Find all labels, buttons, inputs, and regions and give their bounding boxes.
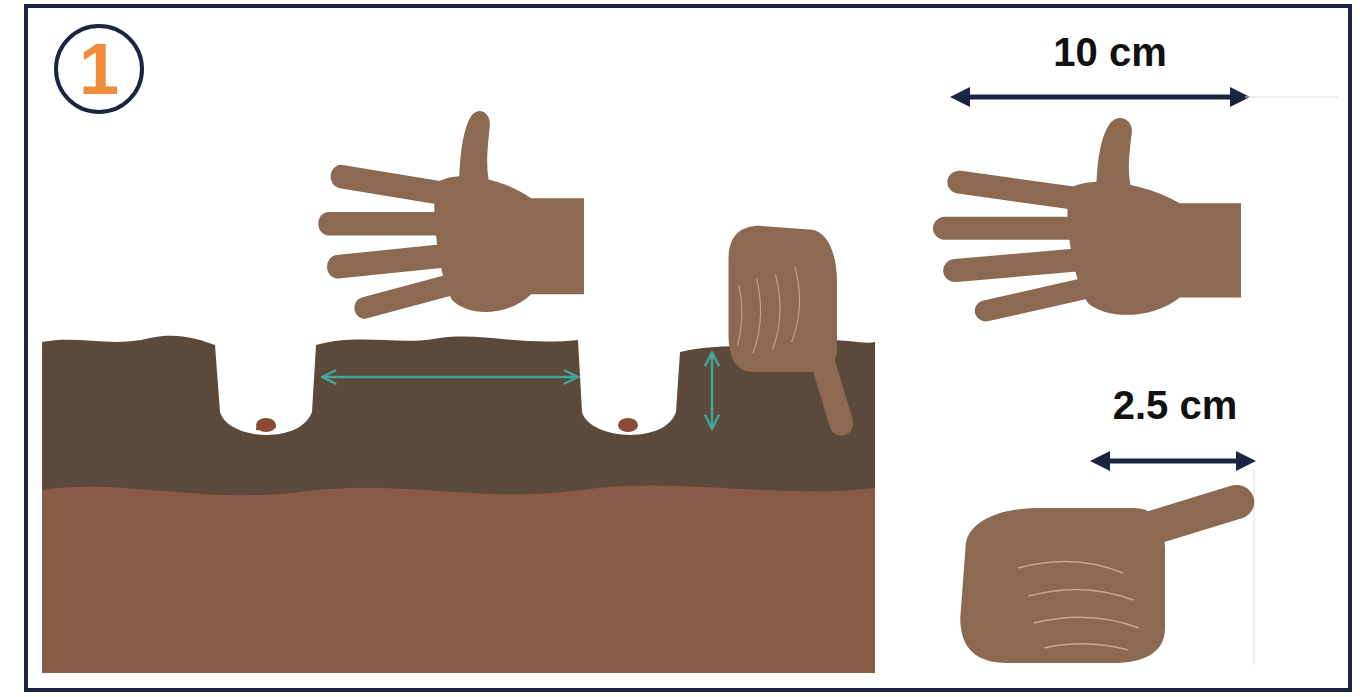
open-hand bbox=[329, 111, 584, 312]
dimension-arrow bbox=[960, 95, 1240, 100]
dimension-label: 2.5 cm bbox=[1085, 383, 1265, 428]
seed bbox=[256, 418, 276, 432]
step-number-circle: 1 bbox=[54, 24, 144, 114]
seed bbox=[618, 418, 638, 432]
thumb-hand bbox=[960, 502, 1236, 663]
guide-line bbox=[1245, 97, 1338, 98]
spacing-arrow bbox=[324, 376, 576, 379]
dimension-label: 10 cm bbox=[1020, 30, 1200, 75]
dimension-arrow bbox=[1100, 459, 1246, 464]
outer-frame bbox=[26, 6, 1350, 690]
subsoil-layer bbox=[42, 483, 875, 673]
depth-arrow bbox=[711, 354, 714, 427]
open-hand bbox=[945, 118, 1241, 315]
callout-number: 1 bbox=[79, 33, 119, 105]
thumb-down-hand bbox=[729, 226, 842, 423]
